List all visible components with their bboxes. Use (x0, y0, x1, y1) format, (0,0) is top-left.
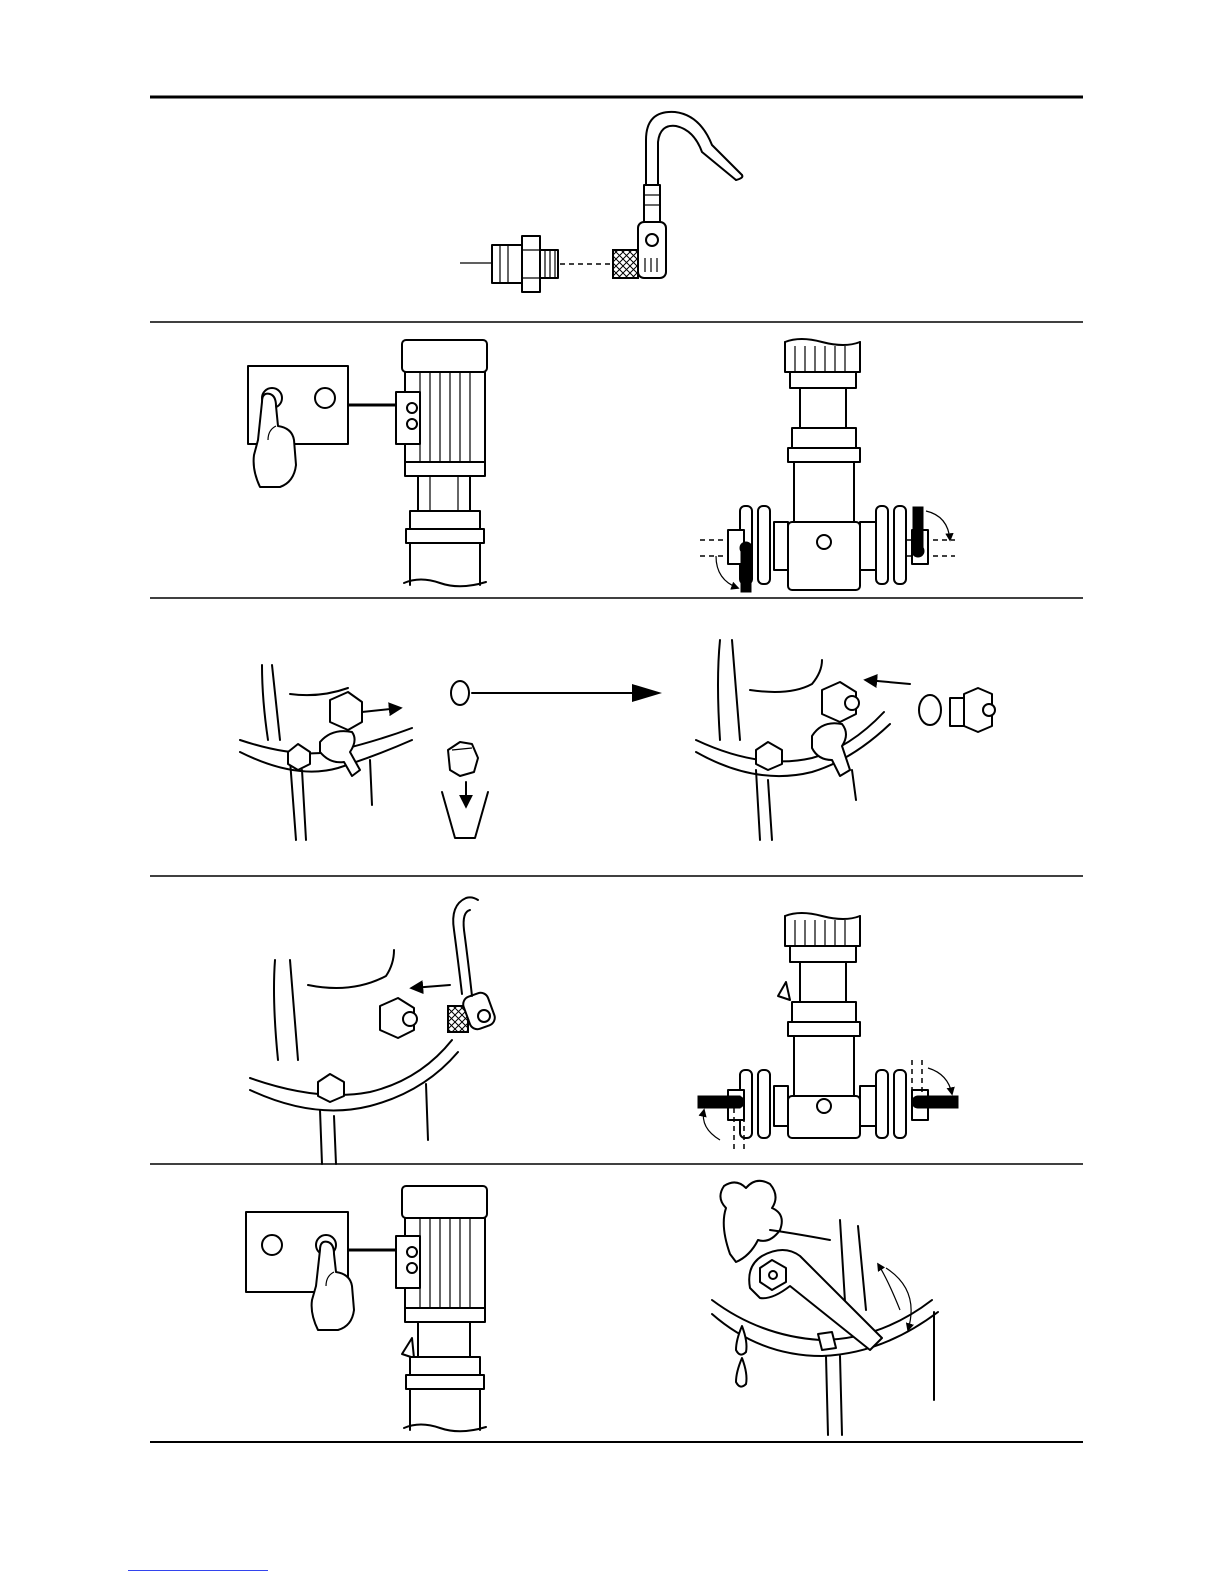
sensor-connector-figure (460, 112, 742, 292)
wrench-icon (812, 723, 850, 776)
remove-arrow (362, 708, 400, 712)
transfer-arrowhead (632, 684, 662, 702)
sensor-body (492, 245, 522, 283)
stop-button (262, 1235, 282, 1255)
turn-arrow-outlet (928, 1068, 952, 1094)
sensor-thread (950, 698, 964, 726)
o-ring-icon (919, 695, 941, 725)
pump-base-edge (696, 724, 890, 776)
connector-knurled-nut (613, 250, 638, 278)
drain-plug-icon (448, 742, 478, 776)
connector-strain-relief (644, 185, 660, 222)
pump-sleeve (794, 1036, 854, 1096)
terminal-box (396, 1236, 420, 1288)
start-button (315, 388, 335, 408)
connect-cable-figure (250, 897, 497, 1164)
coupling-guard (800, 388, 846, 428)
base-bolt (288, 744, 310, 770)
o-ring-icon (451, 681, 469, 705)
connector-plug-body (638, 222, 666, 278)
base-bolt (318, 1074, 344, 1102)
water-drop-icon-2 (736, 1358, 747, 1387)
fit-sensor-figure (696, 640, 995, 840)
coupling-guard (800, 962, 846, 1002)
plug-in-arrow (412, 985, 450, 988)
remove-plug-figure (240, 665, 662, 840)
vent-pump-figure (712, 1181, 938, 1435)
close-valves-figure (700, 339, 955, 592)
steam-cloud-icon (720, 1181, 781, 1262)
pump-sleeve (794, 462, 854, 522)
drain-plug-hex (330, 692, 362, 730)
coupling-guard (418, 476, 470, 511)
insert-arrow (866, 680, 910, 684)
water-drop-icon (736, 1326, 747, 1355)
coupling-guard (418, 1322, 470, 1357)
turn-arrow-inlet (703, 1110, 720, 1140)
footer-link-underline[interactable] (128, 1570, 268, 1571)
base-bolt (818, 1332, 836, 1350)
tighten-arrow (878, 1264, 900, 1310)
wrench-icon (320, 731, 360, 776)
connector-screw (646, 234, 658, 246)
base-bolt (756, 742, 782, 770)
motor-top-cap (402, 340, 487, 372)
press-stop-figure (248, 340, 487, 586)
fitted-sensor (778, 982, 790, 1000)
fitted-sensor (402, 1338, 414, 1358)
press-start-figure (246, 1186, 487, 1431)
open-valves-figure (698, 913, 958, 1150)
pump-base (788, 522, 860, 590)
sensor-hex-nut (522, 236, 540, 292)
turn-arrow-outlet (926, 511, 950, 540)
terminal-box (396, 392, 420, 444)
motor-top-cap (402, 1186, 487, 1218)
